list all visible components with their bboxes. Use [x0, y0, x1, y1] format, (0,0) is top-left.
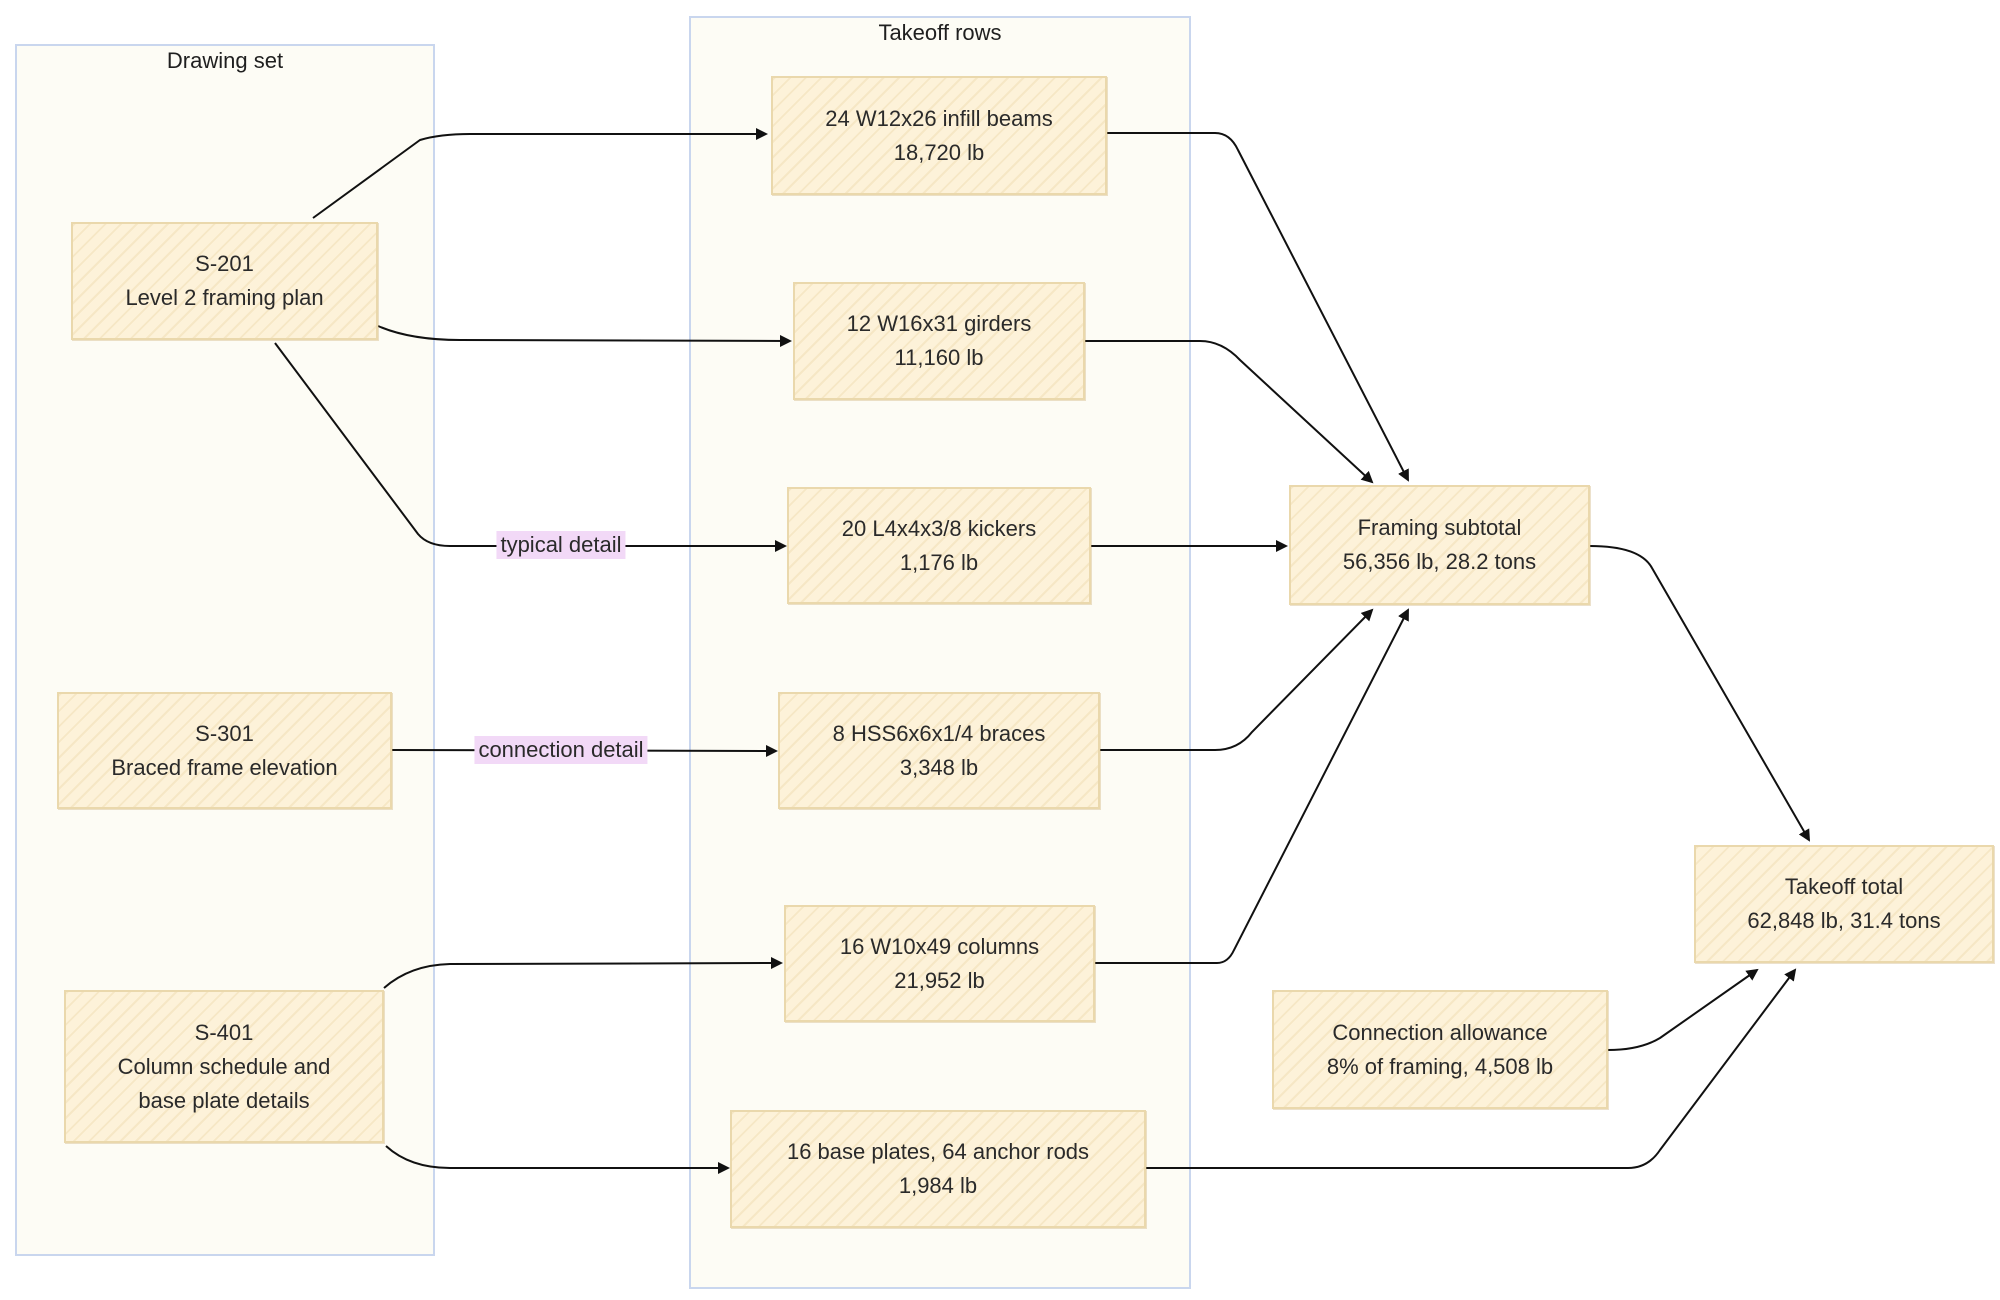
edge-columns-subtotal: [1095, 608, 1409, 964]
allowance-value: 8% of framing, 4,508 lb: [1326, 1053, 1554, 1079]
edge-s401-columns: [383, 957, 783, 989]
takeoff-row-beams[interactable]: 24 W12x26 infill beams 18,720 lb: [771, 76, 1107, 195]
edge-s201-girders: [377, 325, 792, 347]
edge-plates-total: [1146, 968, 1797, 1169]
edge-label-typical-detail: typical detail: [496, 531, 626, 559]
takeoff-row-girders[interactable]: 12 W16x31 girders 11,160 lb: [793, 282, 1085, 400]
total-value: 62,848 lb, 31.4 tons: [1747, 908, 1941, 933]
subtotal-value: 56,356 lb, 28.2 tons: [1342, 549, 1537, 574]
row-description: 8 HSS6x6x1/4 braces: [832, 720, 1046, 746]
edge-label-connection-detail: connection detail: [474, 736, 648, 764]
row-description: 16 W10x49 columns: [839, 933, 1040, 959]
row-weight: 18,720 lb: [893, 139, 985, 165]
sheet-number: S-401: [194, 1019, 254, 1045]
row-weight: 11,160 lb: [894, 345, 984, 370]
takeoff-row-braces[interactable]: 8 HSS6x6x1/4 braces 3,348 lb: [778, 692, 1100, 809]
edge-subtotal-total: [1589, 545, 1810, 842]
takeoff-row-kickers[interactable]: 20 L4x4x3/8 kickers 1,176 lb: [787, 487, 1091, 604]
row-description: 12 W16x31 girders: [846, 311, 1032, 336]
row-weight: 3,348 lb: [899, 754, 979, 780]
sheet-node-s301[interactable]: S-301 Braced frame elevation: [57, 692, 392, 809]
sheet-number: S-301: [195, 720, 254, 746]
row-weight: 1,176 lb: [899, 549, 979, 575]
sheet-title: Level 2 framing plan: [125, 285, 324, 310]
takeoff-total-node[interactable]: Takeoff total 62,848 lb, 31.4 tons: [1694, 845, 1994, 963]
edge-girders-subtotal: [1085, 340, 1374, 484]
sheet-node-s401[interactable]: S-401 Column schedule and base plate det…: [64, 990, 384, 1143]
edge-beams-subtotal: [1107, 132, 1409, 482]
group-title-drawing-set: Drawing set: [166, 48, 284, 73]
row-description: 16 base plates, 64 anchor rods: [786, 1139, 1090, 1164]
row-description: 24 W12x26 infill beams: [825, 105, 1053, 131]
subtotal-label: Framing subtotal: [1357, 515, 1522, 540]
takeoff-row-base-plates[interactable]: 16 base plates, 64 anchor rods 1,984 lb: [730, 1110, 1146, 1228]
total-label: Takeoff total: [1784, 874, 1904, 899]
edge-s401-plates: [385, 1145, 730, 1174]
sheet-node-s201[interactable]: S-201 Level 2 framing plan: [71, 222, 378, 340]
edge-allowance-total: [1607, 968, 1759, 1051]
edge-s201-beams: [312, 128, 768, 219]
sheet-title: Column schedule and: [117, 1053, 331, 1079]
takeoff-row-columns[interactable]: 16 W10x49 columns 21,952 lb: [784, 905, 1095, 1022]
edge-braces-subtotal: [1100, 608, 1374, 751]
sheet-title-continued: base plate details: [138, 1087, 310, 1113]
row-weight: 21,952 lb: [894, 967, 985, 993]
group-title-takeoff-rows: Takeoff rows: [878, 20, 1002, 45]
edge-s201-kickers: [274, 342, 787, 552]
row-weight: 1,984 lb: [898, 1173, 978, 1198]
connection-allowance-node[interactable]: Connection allowance 8% of framing, 4,50…: [1272, 990, 1608, 1109]
sheet-title: Braced frame elevation: [111, 754, 338, 780]
framing-subtotal-node[interactable]: Framing subtotal 56,356 lb, 28.2 tons: [1289, 485, 1590, 605]
allowance-label: Connection allowance: [1332, 1019, 1548, 1045]
group-takeoff-rows: Takeoff rows: [689, 16, 1191, 1289]
sheet-number: S-201: [195, 251, 254, 276]
row-description: 20 L4x4x3/8 kickers: [841, 515, 1037, 541]
